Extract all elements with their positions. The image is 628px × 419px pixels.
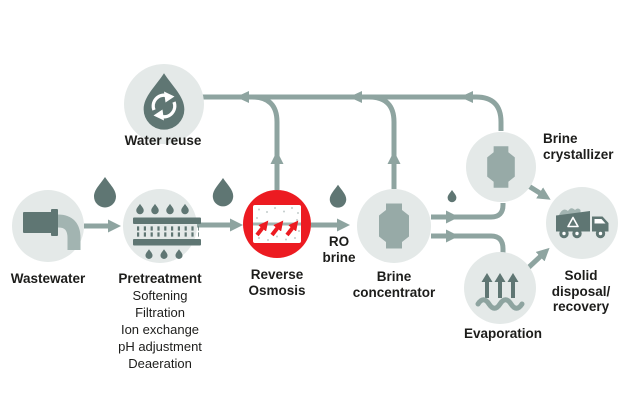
pretreatment-step: Ion exchange <box>120 322 200 337</box>
left-arrowhead <box>236 91 249 103</box>
droplet-icon <box>329 184 347 208</box>
left-arrowhead <box>460 91 473 103</box>
dump-truck-icon <box>556 208 609 239</box>
pretreatment-step: Filtration <box>135 305 185 320</box>
reverse-osmosis-label: Reverse Osmosis <box>248 267 306 298</box>
up-arrowhead <box>387 151 401 164</box>
water-reuse-label: Water reuse <box>124 133 202 148</box>
evaporation-icon <box>475 273 525 311</box>
pretreatment-step: Deaeration <box>128 356 192 371</box>
droplet-icon <box>447 190 457 203</box>
return-line-to-water-reuse <box>200 94 504 131</box>
pipe-icon <box>23 209 81 250</box>
pretreatment-node <box>123 189 197 263</box>
concentrator-permeate-riser <box>368 94 397 189</box>
pretreatment-label: Pretreatment <box>118 271 202 286</box>
up-arrowhead <box>270 151 284 164</box>
branch-to-evaporation <box>431 233 506 253</box>
pretreatment-step: pH adjustment <box>118 339 202 354</box>
arrow-evaporation-to-disposal <box>526 247 550 270</box>
evaporation-label: Evaporation <box>463 326 543 341</box>
right-arrowhead <box>446 229 459 243</box>
solid-disposal-label: Solid disposal/ recovery <box>551 268 611 314</box>
droplet-icon <box>94 177 116 208</box>
pretreatment-step: Softening <box>132 288 188 303</box>
wastewater-label: Wastewater <box>10 271 86 286</box>
connector-lines <box>84 91 551 270</box>
left-arrowhead <box>349 91 362 103</box>
droplet-icon <box>212 178 234 207</box>
branch-to-crystallizer <box>431 203 506 220</box>
ro-brine-label: RO brine <box>322 234 356 265</box>
brine-crystallizer-label: Brine crystallizer <box>543 131 614 162</box>
reverse-osmosis-membrane-icon <box>253 205 301 243</box>
ro-permeate-riser <box>251 94 280 190</box>
filter-icon <box>133 203 201 259</box>
brine-concentrator-label: Brine concentrator <box>352 269 436 300</box>
right-arrowhead <box>446 210 459 224</box>
